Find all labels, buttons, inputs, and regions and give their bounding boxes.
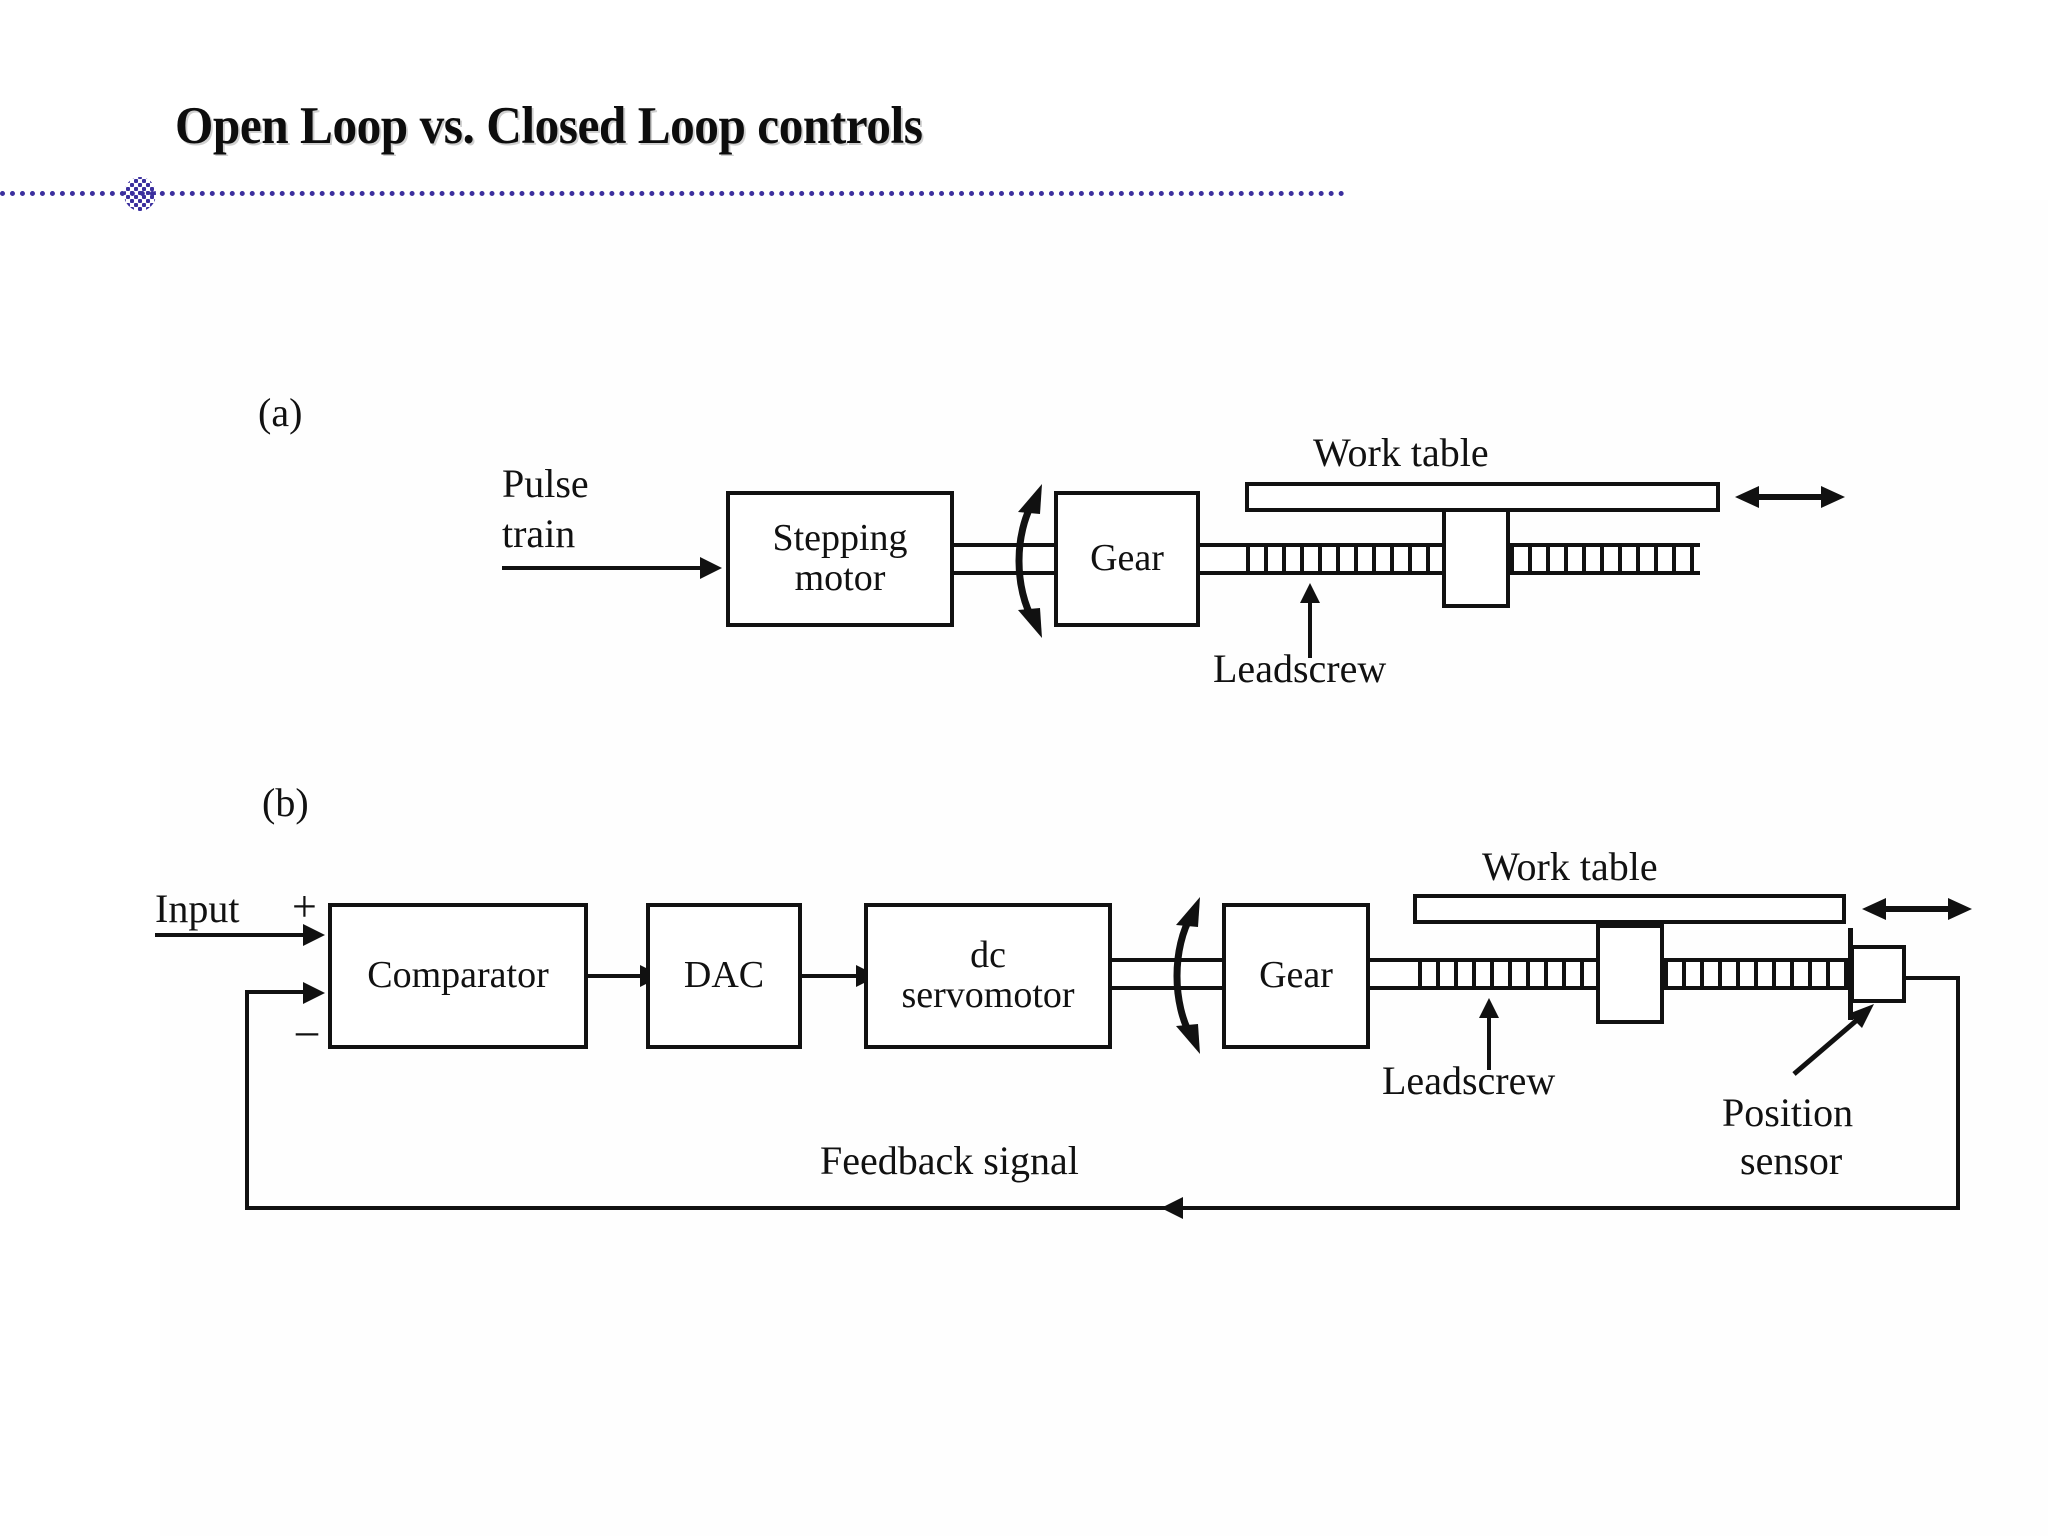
- divider-ornament-icon: [124, 177, 156, 211]
- position-sensor-box: [1850, 945, 1906, 1003]
- block-gear-a: Gear: [1054, 491, 1200, 627]
- input-label-b: Input: [155, 886, 240, 931]
- figure-b-label: (b): [262, 780, 309, 825]
- work-table-label-b: Work table: [1482, 844, 1658, 889]
- table-travel-double-arrow-icon-b: [1862, 898, 1972, 920]
- position-sensor-label-line2: sensor: [1740, 1138, 1843, 1183]
- leadscrew-segment-right-b: [1664, 958, 1850, 990]
- leadscrew-arrow-up-icon-b: [1479, 998, 1499, 1018]
- leadscrew-arrow-up-icon-a: [1300, 583, 1320, 603]
- block-stepping-motor: Stepping motor: [726, 491, 954, 627]
- feedback-line-left-vertical: [245, 990, 249, 1210]
- feedback-line-sensor-right: [1906, 976, 1960, 980]
- block-comparator: Comparator: [328, 903, 588, 1049]
- plus-sign-b: +: [292, 882, 317, 931]
- feedback-line-bottom: [245, 1206, 1960, 1210]
- feedback-line-right-vertical: [1956, 976, 1960, 1210]
- gear-output-shaft-a: [1200, 543, 1246, 575]
- work-table-plate-b: [1413, 894, 1846, 924]
- pulse-train-arrow-right-icon: [700, 557, 722, 579]
- divider-dotted-line: [0, 191, 1345, 196]
- feedback-arrow-left-icon: [1161, 1197, 1183, 1219]
- feedback-signal-label: Feedback signal: [820, 1138, 1079, 1183]
- leadscrew-segment-left-b: [1418, 958, 1596, 990]
- title-divider: [0, 177, 1345, 211]
- rotation-double-arrow-icon-a: [1015, 484, 1042, 638]
- leadscrew-pointer-line-a: [1308, 600, 1312, 658]
- comparator-to-dac-line: [588, 974, 646, 978]
- block-stepping-motor-line2: motor: [794, 557, 886, 599]
- gear-output-shaft-b: [1370, 958, 1418, 990]
- block-dac: DAC: [646, 903, 802, 1049]
- page-title: Open Loop vs. Closed Loop controls: [175, 97, 923, 155]
- block-gear-b-label: Gear: [1259, 954, 1333, 997]
- block-gear-b: Gear: [1222, 903, 1370, 1049]
- figure-open-loop: (a) Pulse train Stepping motor Gear: [0, 0, 2048, 760]
- minus-sign-b: –: [296, 1006, 318, 1055]
- feedback-arrow-right-icon-b: [303, 982, 325, 1004]
- work-table-label-a: Work table: [1313, 430, 1489, 475]
- block-dc-servomotor: dc servomotor: [864, 903, 1112, 1049]
- rotation-double-arrow-icon-b: [1173, 897, 1200, 1054]
- input-line-b: [155, 933, 305, 937]
- carriage-nut-b: [1596, 924, 1664, 1024]
- pulse-train-label-line1: Pulse: [502, 461, 589, 506]
- leadscrew-label-a: Leadscrew: [1213, 646, 1387, 691]
- pulse-train-input-line: [502, 566, 702, 570]
- figure-closed-loop: (b) Input + – Comparator DAC dc servomot…: [155, 780, 1972, 1219]
- leadscrew-pointer-line-b: [1487, 1014, 1491, 1070]
- motor-shaft-b: [1112, 958, 1222, 990]
- block-gear-a-label: Gear: [1090, 537, 1164, 580]
- leadscrew-segment-left-a: [1246, 543, 1442, 575]
- feedback-line-into-comparator: [245, 990, 307, 994]
- position-sensor-label-line1: Position: [1722, 1090, 1854, 1135]
- block-comparator-label: Comparator: [367, 954, 549, 997]
- motor-shaft-a: [954, 543, 1054, 575]
- scanned-figure-panel: [160, 200, 2048, 1536]
- pulse-train-label-line2: train: [502, 511, 576, 556]
- block-stepping-motor-line1: Stepping: [772, 517, 908, 560]
- work-table-plate-a: [1245, 482, 1720, 512]
- block-dc-servomotor-line1: dc: [970, 934, 1006, 977]
- leadscrew-label-b: Leadscrew: [1382, 1058, 1556, 1103]
- leadscrew-segment-right-a: [1510, 543, 1700, 575]
- dac-to-servo-line: [802, 974, 864, 978]
- sensor-arrow-diagonal-icon: [1792, 1004, 1874, 1076]
- figure-a-label: (a): [258, 390, 303, 435]
- table-travel-double-arrow-icon-a: [1735, 486, 1845, 508]
- input-arrow-right-icon-b: [303, 924, 325, 946]
- block-dc-servomotor-line2: servomotor: [901, 974, 1075, 1016]
- position-sensor-mount-line: [1848, 928, 1853, 1020]
- block-dac-label: DAC: [683, 954, 765, 997]
